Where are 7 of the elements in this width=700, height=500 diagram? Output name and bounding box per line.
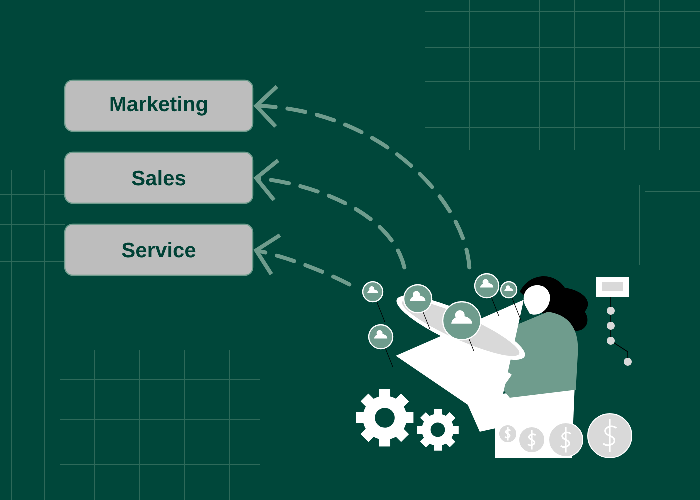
text-box: Service	[64, 224, 254, 276]
text-box: Marketing	[64, 80, 254, 132]
funnel-person-drawing	[356, 273, 632, 458]
dashed-arrow	[254, 234, 352, 287]
dashed-arrow	[254, 85, 472, 270]
text-box: Sales	[64, 152, 254, 204]
dashed-arrow	[254, 158, 407, 270]
